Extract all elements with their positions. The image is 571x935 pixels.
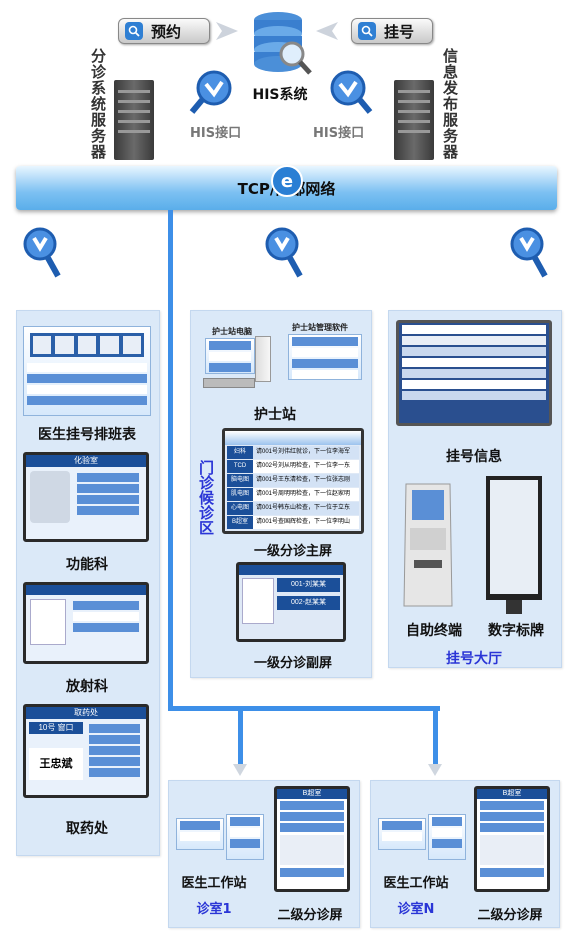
primary-screen-row: B超室请001号查国辉检查，下一位李明山 [227, 516, 359, 529]
booking-button: 预约 [118, 18, 210, 44]
doctor-ws-2-software [428, 814, 466, 860]
kiosk-label: 自助终端 [406, 623, 462, 639]
pharmacy-screen-title: 取药处 [26, 707, 146, 719]
digital-signage-icon [486, 476, 542, 614]
download-magnifier-icon [23, 227, 61, 278]
primary-screen-row: 肌电图请001号周明明检查，下一位赵家明 [227, 488, 359, 501]
primary-row-dept: B超室 [227, 516, 253, 529]
secondary-triage-screen: 001-刘某某 002-赵某某 [236, 562, 346, 642]
network-line-vertical [168, 210, 173, 708]
booking-label: 预约 [151, 22, 182, 41]
room-1-screen-title: B超室 [277, 789, 347, 799]
registration-info-screen [396, 320, 552, 426]
primary-row-message: 请001号韩东山检查，下一位于立东 [253, 502, 359, 515]
network-line-room1 [238, 706, 243, 764]
function-dept-screen: 化验室 [23, 452, 149, 542]
registration-label: 挂号 [384, 22, 415, 41]
room-n-screen-title: B超室 [477, 789, 547, 799]
nurse-software-label: 护士站管理软件 [292, 323, 348, 332]
info-server-label: 信息发布服务器 [441, 48, 459, 160]
secondary-triage-label-2: 二级分诊屏 [477, 908, 543, 923]
download-magnifier-icon [265, 227, 303, 278]
download-magnifier-icon [510, 227, 548, 278]
primary-screen-row: 脑电图请001号王东清检查，下一位张志刚 [227, 474, 359, 487]
arrow-down-icon [233, 764, 247, 776]
his-system-label: HIS系统 [252, 87, 308, 103]
primary-row-message: 请002号刘从明检查，下一位李一东 [253, 460, 359, 473]
magnifier-icon [358, 22, 376, 40]
his-interface-right-label: HIS接口 [313, 126, 365, 141]
primary-row-message: 请001号周明明检查，下一位赵家明 [253, 488, 359, 501]
secondary-triage-label-1: 二级分诊屏 [277, 908, 343, 923]
magnifier-icon [125, 22, 143, 40]
pharmacy-patient-text: 王忠斌 [29, 748, 83, 780]
pharmacy-label: 取药处 [66, 821, 108, 837]
room-n-label: 诊室N [397, 902, 435, 917]
primary-row-message: 请001号查国辉检查，下一位李明山 [253, 516, 359, 529]
primary-row-dept: TCD [227, 460, 253, 473]
nurse-software-screen [288, 334, 362, 380]
network-line-horizontal [168, 706, 440, 711]
triage-server-label: 分诊系统服务器 [89, 48, 107, 160]
interface-magnifier-icon [330, 70, 373, 114]
registration-info-label: 挂号信息 [446, 449, 502, 465]
registration-hall-label: 挂号大厅 [446, 651, 502, 667]
nurse-station-label: 护士站 [254, 407, 296, 423]
primary-row-message: 请001号王东清检查，下一位张志刚 [253, 474, 359, 487]
room-1-screen: B超室 [274, 786, 350, 892]
arrow-down-icon [428, 764, 442, 776]
room-1-label: 诊室1 [196, 902, 232, 917]
pharmacy-window-text: 10号 窗口 [29, 722, 83, 734]
kiosk-icon [403, 483, 453, 607]
doctor-ws-label-2: 医生工作站 [383, 876, 449, 891]
primary-row-dept: 心电图 [227, 502, 253, 515]
primary-row-dept: 脑电图 [227, 474, 253, 487]
sub-screen-code-1: 001-刘某某 [277, 578, 340, 592]
network-line-roomn [433, 706, 438, 764]
info-server-icon [394, 80, 434, 160]
primary-screen-row: 心电图请001号韩东山检查，下一位于立东 [227, 502, 359, 515]
secondary-screen-label: 一级分诊副屏 [253, 656, 332, 671]
arrow-right-icon [216, 22, 238, 40]
radiology-label: 放射科 [66, 679, 108, 695]
doctor-ws-label-1: 医生工作站 [181, 876, 247, 891]
pharmacy-screen: 取药处 10号 窗口 王忠斌 [23, 704, 149, 798]
nurse-pc-tower [255, 336, 271, 382]
database-icon [254, 12, 312, 75]
interface-magnifier-icon [189, 70, 232, 114]
nurse-pc-monitor [205, 338, 255, 374]
doctor-ws-2-monitor [378, 818, 426, 850]
primary-row-dept: 妇科 [227, 446, 253, 459]
svg-text:e: e [281, 171, 293, 192]
doctor-ws-1-software [226, 814, 264, 860]
browser-icon: e [271, 165, 303, 197]
triage-server-icon [114, 80, 154, 160]
function-screen-title: 化验室 [26, 455, 146, 467]
nurse-pc-label: 护士站电脑 [212, 327, 252, 336]
waiting-area-label: 门诊候诊区 [197, 460, 215, 535]
primary-row-dept: 肌电图 [227, 488, 253, 501]
function-dept-label: 功能科 [66, 557, 108, 573]
his-interface-left-label: HIS接口 [190, 126, 242, 141]
keyboard-icon [203, 378, 255, 388]
primary-screen-label: 一级分诊主屏 [253, 544, 332, 559]
signage-label: 数字标牌 [488, 623, 544, 639]
doctor-schedule-label: 医生挂号排班表 [38, 427, 136, 443]
registration-button: 挂号 [351, 18, 433, 44]
doctor-schedule-screen [23, 326, 151, 416]
arrow-left-icon [316, 22, 338, 40]
doctor-ws-1-monitor [176, 818, 224, 850]
primary-screen-row: 妇科请001号刘伟红就诊，下一位李海军 [227, 446, 359, 459]
radiology-screen [23, 582, 149, 664]
primary-row-message: 请001号刘伟红就诊，下一位李海军 [253, 446, 359, 459]
sub-screen-code-2: 002-赵某某 [277, 596, 340, 610]
room-n-screen: B超室 [474, 786, 550, 892]
